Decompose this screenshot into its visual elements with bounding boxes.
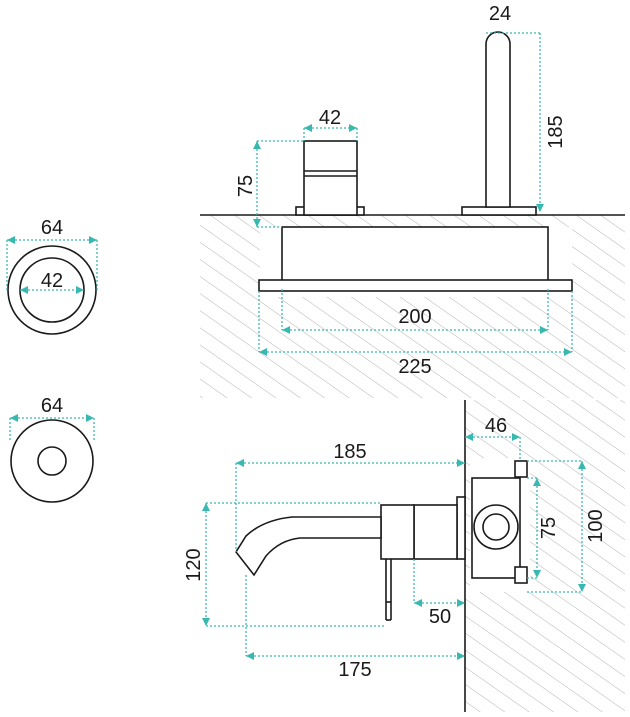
side-box-ring-inner [482, 513, 510, 541]
top-view: 42 75 24 185 200 225 [200, 3, 625, 398]
side-view: 185 120 175 50 46 75 100 [183, 400, 625, 712]
side-mixer-body [413, 504, 458, 560]
dim-rosette-large-inner: 42 [41, 270, 63, 292]
dim-side-box-outer-height: 100 [585, 509, 607, 542]
dim-rosette-large-outer: 64 [41, 217, 63, 239]
dim-top-spout-height: 185 [545, 115, 567, 148]
side-box-tab-bottom [514, 566, 528, 584]
dim-side-spout-height: 120 [183, 548, 205, 581]
top-mixer-body [303, 140, 358, 216]
top-dimension-lines [256, 32, 573, 353]
top-dimension-arrows [253, 124, 572, 356]
top-spout-base [461, 206, 537, 216]
dim-top-box-inner: 200 [398, 306, 431, 328]
dim-side-box-inner-height: 75 [538, 517, 560, 539]
side-lever-head [380, 504, 415, 560]
dim-top-body-width: 42 [319, 107, 341, 129]
dim-rosette-small-outer: 64 [41, 395, 63, 417]
side-dimension-arrows [202, 433, 586, 660]
dim-side-plate-offset: 50 [429, 606, 451, 628]
rosette-small: 64 [9, 395, 95, 503]
side-spout [235, 516, 382, 577]
side-box-tab-top [514, 460, 528, 478]
dim-side-spout-length: 185 [333, 441, 366, 463]
side-rosette-plate [456, 496, 466, 560]
rosette-large: 64 42 [6, 217, 98, 335]
side-dimension-lines [205, 436, 583, 657]
dim-top-box-outer: 225 [398, 356, 431, 378]
dim-side-box-depth: 46 [485, 415, 507, 437]
dim-top-spout-width: 24 [489, 3, 511, 25]
top-flange [258, 279, 573, 292]
top-spout [485, 31, 511, 208]
dim-side-projection: 175 [338, 659, 371, 681]
dim-top-body-height: 75 [235, 175, 257, 197]
